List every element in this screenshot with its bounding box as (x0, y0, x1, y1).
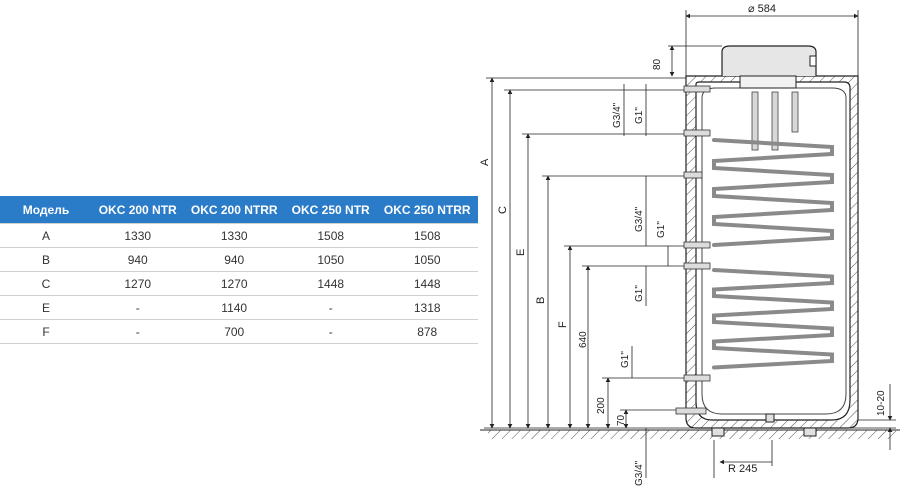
table-cell: E (0, 295, 92, 320)
table-row: B 940 940 1050 1050 (0, 247, 478, 272)
header-okc200ntr: OKC 200 NTR (92, 196, 184, 224)
table-cell: - (284, 295, 377, 320)
table-cell: 1508 (376, 223, 478, 248)
table-cell: 700 (183, 319, 285, 344)
table-row: C 1270 1270 1448 1448 (0, 271, 478, 296)
table-cell: 940 (92, 247, 184, 272)
header-okc250ntrr: OKC 250 NTRR (376, 196, 478, 224)
dim-c-label: C (497, 206, 509, 214)
dim-a-label: A (479, 158, 491, 166)
table-cell: A (0, 223, 92, 248)
radius-label: R 245 (728, 463, 757, 475)
table-row: E - 1140 - 1318 (0, 295, 478, 320)
boiler-diagram: ⌀ 584 80 A C E B F 640 200 70 G3/4" G1" … (479, 3, 900, 486)
table-cell: 878 (376, 319, 478, 344)
table-cell: 1050 (376, 247, 478, 272)
pipe-g1-top-label: G1" (634, 107, 645, 124)
table-cell: 940 (183, 247, 285, 272)
internal-pipes (751, 91, 799, 151)
dim-70-label: 70 (616, 414, 627, 426)
top-cover (721, 45, 817, 89)
table-cell: B (0, 247, 92, 272)
dim-200-label: 200 (596, 397, 607, 414)
table-cell: - (92, 319, 184, 344)
table-cell: C (0, 271, 92, 296)
table-cell: 1448 (376, 271, 478, 296)
dim-b-label: B (535, 297, 547, 304)
table-row: A 1330 1330 1508 1508 (0, 223, 478, 248)
table-cell: 1508 (284, 223, 377, 248)
table-cell: - (284, 319, 377, 344)
table-cell: 1448 (284, 271, 377, 296)
top-height-label: 80 (652, 58, 663, 70)
floor (480, 429, 900, 439)
dim-640-label: 640 (578, 331, 589, 348)
pipe-g34-bottom-label: G3/4" (634, 460, 645, 486)
header-okc200ntrr: OKC 200 NTRR (183, 196, 285, 224)
dim-f-label: F (557, 321, 569, 328)
dim-e-label: E (515, 249, 527, 256)
upper-heat-exchanger-coil (712, 138, 834, 247)
dimension-lines (484, 10, 896, 478)
header-model: Модель (0, 196, 92, 224)
table-cell: 1270 (183, 271, 285, 296)
coil-turns (712, 268, 834, 370)
table-header-row: Модель OKC 200 NTR OKC 200 NTRR OKC 250 … (0, 196, 478, 224)
feet-height-label: 10-20 (876, 390, 887, 416)
table-cell: 1140 (183, 295, 285, 320)
table-cell: 1330 (92, 223, 184, 248)
pipe-g34-mid-label: G3/4" (634, 206, 645, 232)
diameter-label: ⌀ 584 (748, 3, 776, 15)
table-cell: 1050 (284, 247, 377, 272)
table-cell: 1270 (92, 271, 184, 296)
table-row: F - 700 - 878 (0, 319, 478, 344)
pipe-g34-top-label: G3/4" (612, 102, 623, 128)
table-cell: 1318 (376, 295, 478, 320)
pipe-g1-bottom-label: G1" (620, 351, 631, 368)
spec-table: Модель OKC 200 NTR OKC 200 NTRR OKC 250 … (0, 196, 478, 344)
lower-heat-exchanger-coil (712, 268, 834, 370)
table-cell: 1330 (183, 223, 285, 248)
table-cell: F (0, 319, 92, 344)
table-cell: - (92, 295, 184, 320)
pipe-g1-lower-label: G1" (634, 285, 645, 302)
coil-turns (712, 138, 834, 247)
pipe-g1-mid-label: G1" (656, 221, 667, 238)
header-okc250ntr: OKC 250 NTR (284, 196, 377, 224)
